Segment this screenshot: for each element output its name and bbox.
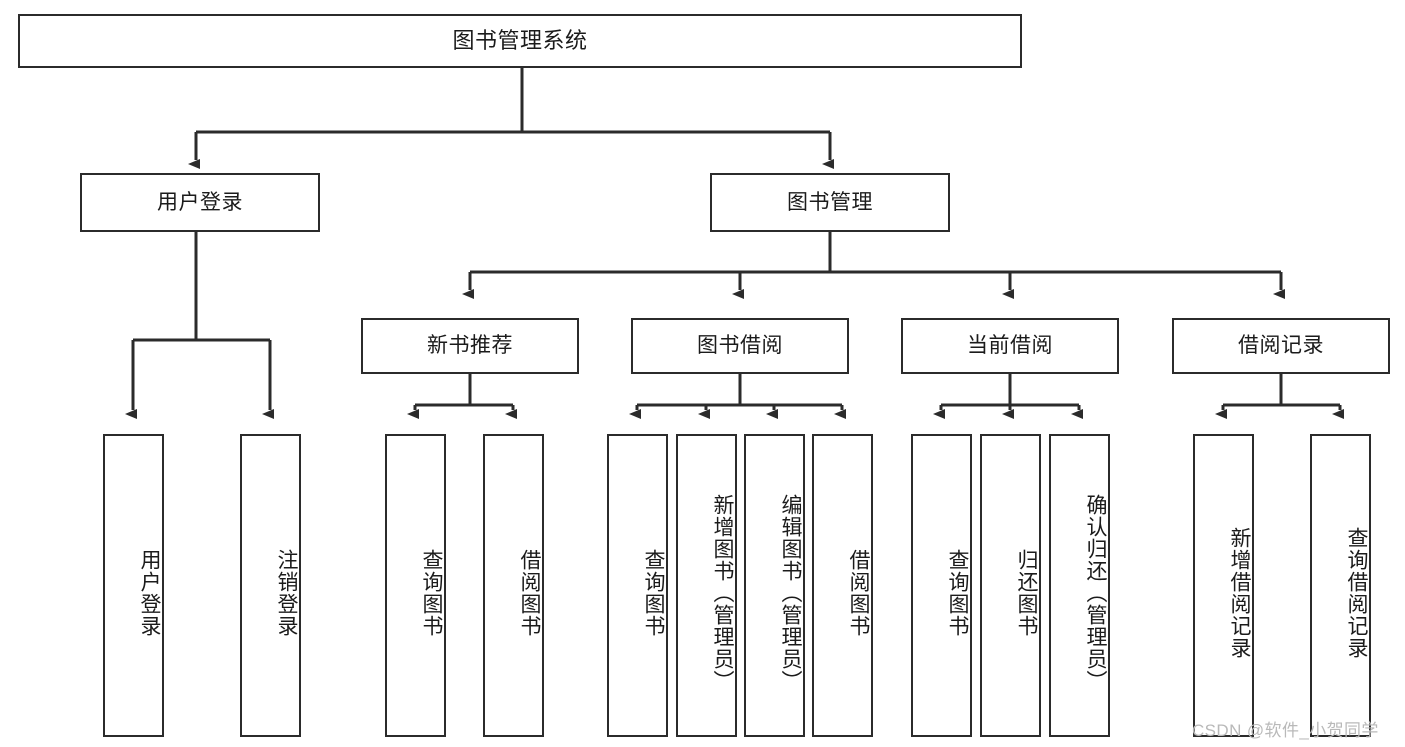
leaf-record-query-record[interactable]: 查询借阅记录 <box>1310 434 1371 737</box>
leaf-current-confirm-return-admin[interactable]: 确认归还（管理员） <box>1049 434 1110 737</box>
node-root-system[interactable]: 图书管理系统 <box>18 14 1022 68</box>
leaf-borrow-query-book[interactable]: 查询图书 <box>607 434 668 737</box>
leaf-new-book-borrow[interactable]: 借阅图书 <box>483 434 544 737</box>
node-new-book-recommend[interactable]: 新书推荐 <box>361 318 579 374</box>
leaf-user-login-logout[interactable]: 注销登录 <box>240 434 301 737</box>
leaf-current-return-book[interactable]: 归还图书 <box>980 434 1041 737</box>
leaf-user-login-login[interactable]: 用户登录 <box>103 434 164 737</box>
node-current-borrow[interactable]: 当前借阅 <box>901 318 1119 374</box>
leaf-borrow-edit-book-admin[interactable]: 编辑图书（管理员） <box>744 434 805 737</box>
node-user-login[interactable]: 用户登录 <box>80 173 320 232</box>
leaf-borrow-add-book-admin[interactable]: 新增图书（管理员） <box>676 434 737 737</box>
node-book-borrow[interactable]: 图书借阅 <box>631 318 849 374</box>
leaf-record-add-record[interactable]: 新增借阅记录 <box>1193 434 1254 737</box>
node-borrow-record[interactable]: 借阅记录 <box>1172 318 1390 374</box>
leaf-new-book-query[interactable]: 查询图书 <box>385 434 446 737</box>
leaf-current-query-book[interactable]: 查询图书 <box>911 434 972 737</box>
leaf-borrow-borrow-book[interactable]: 借阅图书 <box>812 434 873 737</box>
csdn-watermark: CSDN @软件_小贺同学 <box>1192 721 1379 740</box>
node-book-management[interactable]: 图书管理 <box>710 173 950 232</box>
